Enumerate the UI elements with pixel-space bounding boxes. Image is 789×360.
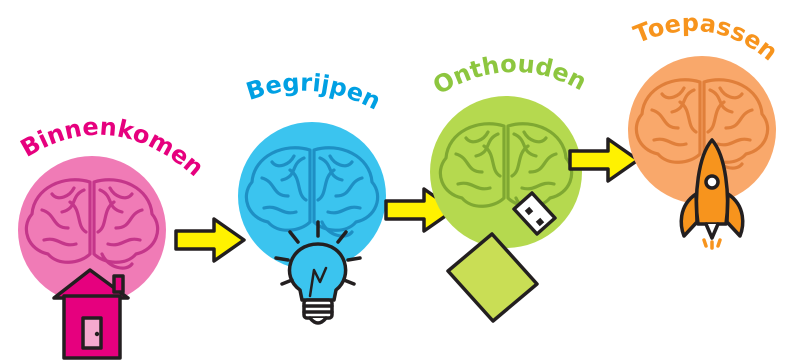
- arrow-right-icon: [174, 217, 246, 263]
- arrow-1: [174, 217, 246, 263]
- step-toepassen: Toepassen: [628, 9, 783, 250]
- usb-stick-icon: [446, 191, 557, 323]
- step-title-onthouden: Onthouden: [428, 50, 591, 100]
- step-onthouden-circle: [430, 96, 582, 248]
- step-onthouden: Onthouden: [428, 50, 591, 323]
- lightbulb-icon: [274, 220, 362, 325]
- step-begrijpen: Begrijpen: [238, 68, 386, 325]
- rocket-icon: [679, 138, 745, 250]
- house-icon: [52, 268, 130, 360]
- step-title-begrijpen: Begrijpen: [243, 68, 385, 115]
